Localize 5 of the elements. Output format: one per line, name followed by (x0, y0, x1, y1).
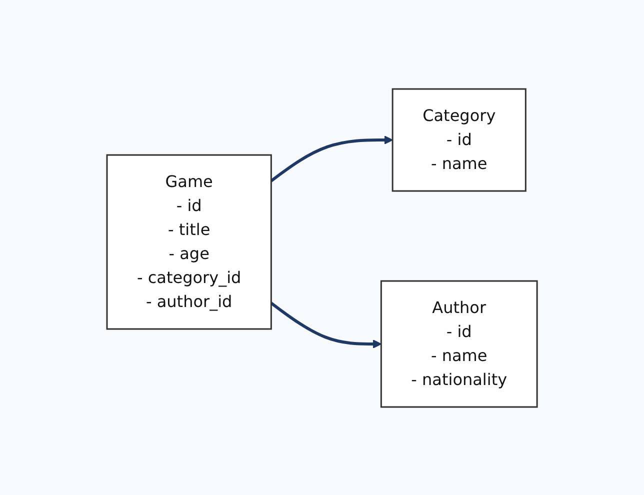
node-box: Game - id - title - age - category_id - author_id (106, 154, 272, 330)
node-box: Category - id - name (392, 88, 526, 192)
node-box: Author - id - name - nationality (380, 280, 538, 408)
arrow (270, 301, 382, 348)
arrow (270, 135, 393, 182)
